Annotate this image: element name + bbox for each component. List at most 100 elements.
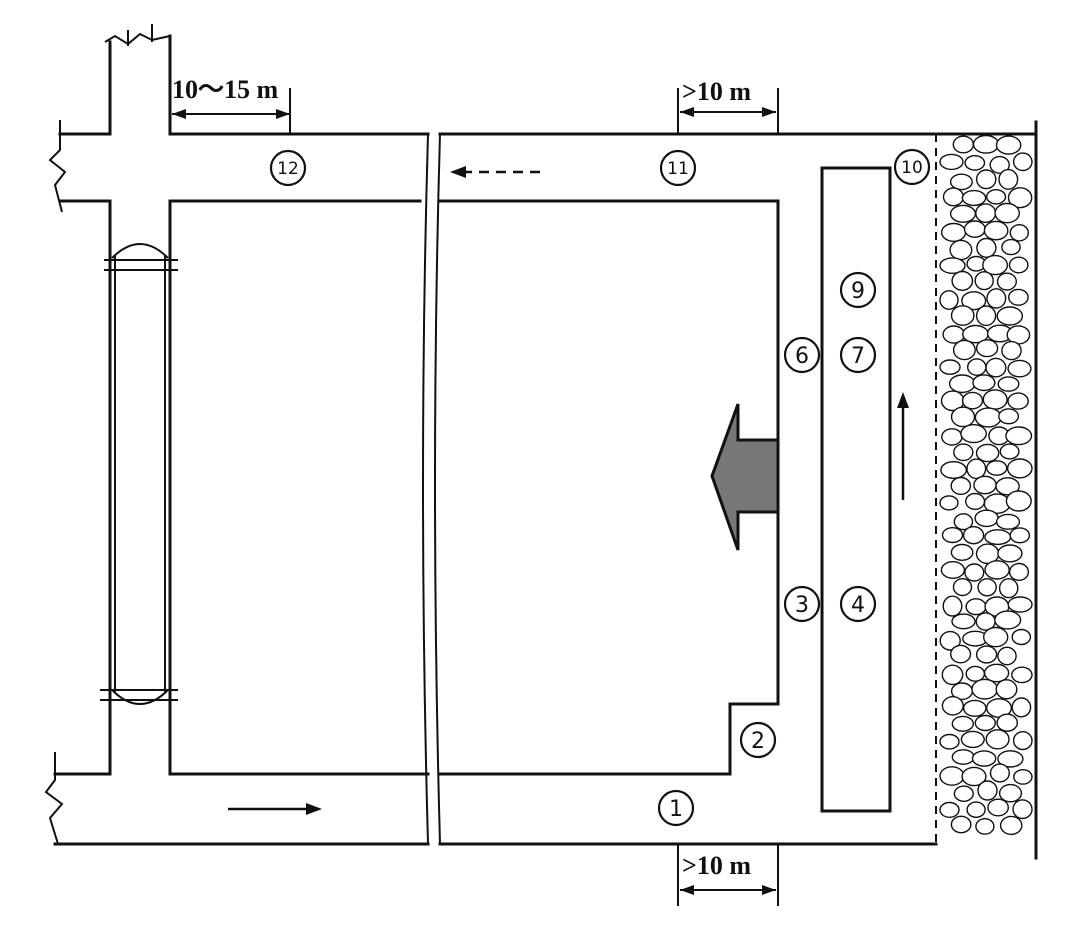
- gob-stone: [1005, 426, 1033, 446]
- gob-stone: [966, 801, 986, 819]
- gob-stone: [949, 239, 973, 261]
- gob-stone: [1006, 458, 1033, 479]
- gob-stone: [975, 339, 999, 358]
- gob-stone: [975, 203, 997, 224]
- gob-stone: [997, 376, 1020, 392]
- gob-stone: [998, 783, 1023, 803]
- gob-stone: [960, 424, 987, 444]
- gob-stone: [949, 644, 972, 664]
- gob-stone: [997, 646, 1017, 666]
- airflow-arrow-face-up: [897, 392, 909, 500]
- dim-label-top-left: 10～15 m: [172, 75, 279, 104]
- gob-stone: [960, 730, 985, 749]
- advance-direction-arrow: [710, 403, 780, 551]
- gob-stone: [1012, 730, 1033, 751]
- gob-stone: [985, 357, 1007, 378]
- gob-stone: [984, 560, 1010, 580]
- svg-text:12: 12: [277, 159, 299, 179]
- gob-stone: [1005, 490, 1032, 512]
- svg-text:9: 9: [851, 279, 865, 304]
- airflow-arrow-bottom: [228, 803, 322, 815]
- face-support-rectangle: [820, 166, 892, 813]
- gob-stone: [985, 188, 1007, 205]
- gob-stone: [1011, 666, 1033, 684]
- gob-area: [935, 120, 1038, 860]
- gob-stone: [962, 526, 985, 545]
- break-symbol-left-top: [48, 120, 67, 213]
- gob-stone: [977, 780, 998, 801]
- gob-stones: [939, 134, 1033, 836]
- gob-stone: [939, 766, 965, 786]
- gob-stone: [950, 476, 972, 495]
- label-4: 4: [839, 585, 877, 623]
- gob-stone: [949, 173, 973, 191]
- label-11: 11: [659, 149, 697, 187]
- gob-stone: [1008, 288, 1029, 306]
- svg-text:4: 4: [851, 593, 865, 618]
- gob-stone: [953, 443, 974, 462]
- gob-stone: [974, 509, 999, 528]
- gob-stone: [999, 443, 1020, 460]
- gob-stone: [983, 663, 1010, 683]
- dimension-top-right: >10 m: [677, 77, 779, 134]
- label-6: 6: [783, 336, 821, 374]
- gob-stone: [941, 428, 963, 446]
- gob-stone: [939, 153, 964, 171]
- gob-stone: [953, 785, 974, 803]
- gob-stone: [951, 749, 975, 765]
- gob-stone: [961, 189, 987, 207]
- gob-stone: [965, 598, 987, 616]
- gob-stone: [971, 750, 997, 767]
- gob-stone: [983, 626, 1009, 648]
- gob-stone: [964, 492, 986, 511]
- break-symbol-top: [104, 32, 171, 46]
- gob-stone: [975, 169, 997, 190]
- gob-stone: [952, 135, 974, 154]
- svg-text:10: 10: [901, 158, 923, 178]
- gob-stone: [953, 513, 974, 531]
- gob-stone: [987, 798, 1009, 817]
- gob-stone: [963, 220, 986, 238]
- gob-stone: [1009, 527, 1031, 544]
- gob-stone: [1011, 628, 1032, 646]
- gob-stone: [976, 237, 997, 258]
- label-10: 10: [893, 148, 931, 186]
- gob-stone: [939, 733, 960, 750]
- gob-stone: [939, 290, 959, 310]
- belt-conveyor: [100, 243, 178, 705]
- gob-stone: [951, 715, 974, 732]
- gob-stone: [964, 563, 985, 582]
- gob-stone: [974, 714, 996, 732]
- gob-stone: [941, 664, 964, 686]
- gob-stone: [975, 305, 997, 327]
- gob-stone: [961, 291, 987, 311]
- gob-stone: [939, 801, 960, 819]
- gob-stone: [1009, 223, 1029, 242]
- gob-stone: [1012, 152, 1033, 172]
- gob-stone: [942, 595, 963, 617]
- gob-stone: [974, 271, 994, 291]
- gob-stone: [940, 561, 966, 580]
- gob-stone: [977, 578, 997, 597]
- gob-stone: [1007, 359, 1032, 378]
- break-lines-center: [422, 133, 441, 845]
- gob-stone: [994, 202, 1021, 224]
- svg-text:3: 3: [795, 593, 809, 618]
- gob-stone: [1011, 697, 1032, 718]
- gob-stone: [1013, 769, 1033, 785]
- gob-stone: [961, 391, 984, 410]
- dim-label-top-right: >10 m: [682, 77, 751, 106]
- gob-stone: [952, 577, 973, 597]
- label-1: 1: [657, 789, 695, 827]
- gob-stone: [1007, 392, 1029, 410]
- gob-stone: [950, 815, 972, 834]
- gob-stone: [995, 679, 1018, 700]
- gob-stone: [989, 155, 1010, 174]
- gob-stone: [982, 389, 1008, 410]
- label-9: 9: [839, 271, 877, 309]
- gob-stone: [941, 696, 964, 716]
- gob-stone: [941, 526, 964, 544]
- gob-stone: [975, 443, 1000, 463]
- gob-stone: [986, 460, 1008, 476]
